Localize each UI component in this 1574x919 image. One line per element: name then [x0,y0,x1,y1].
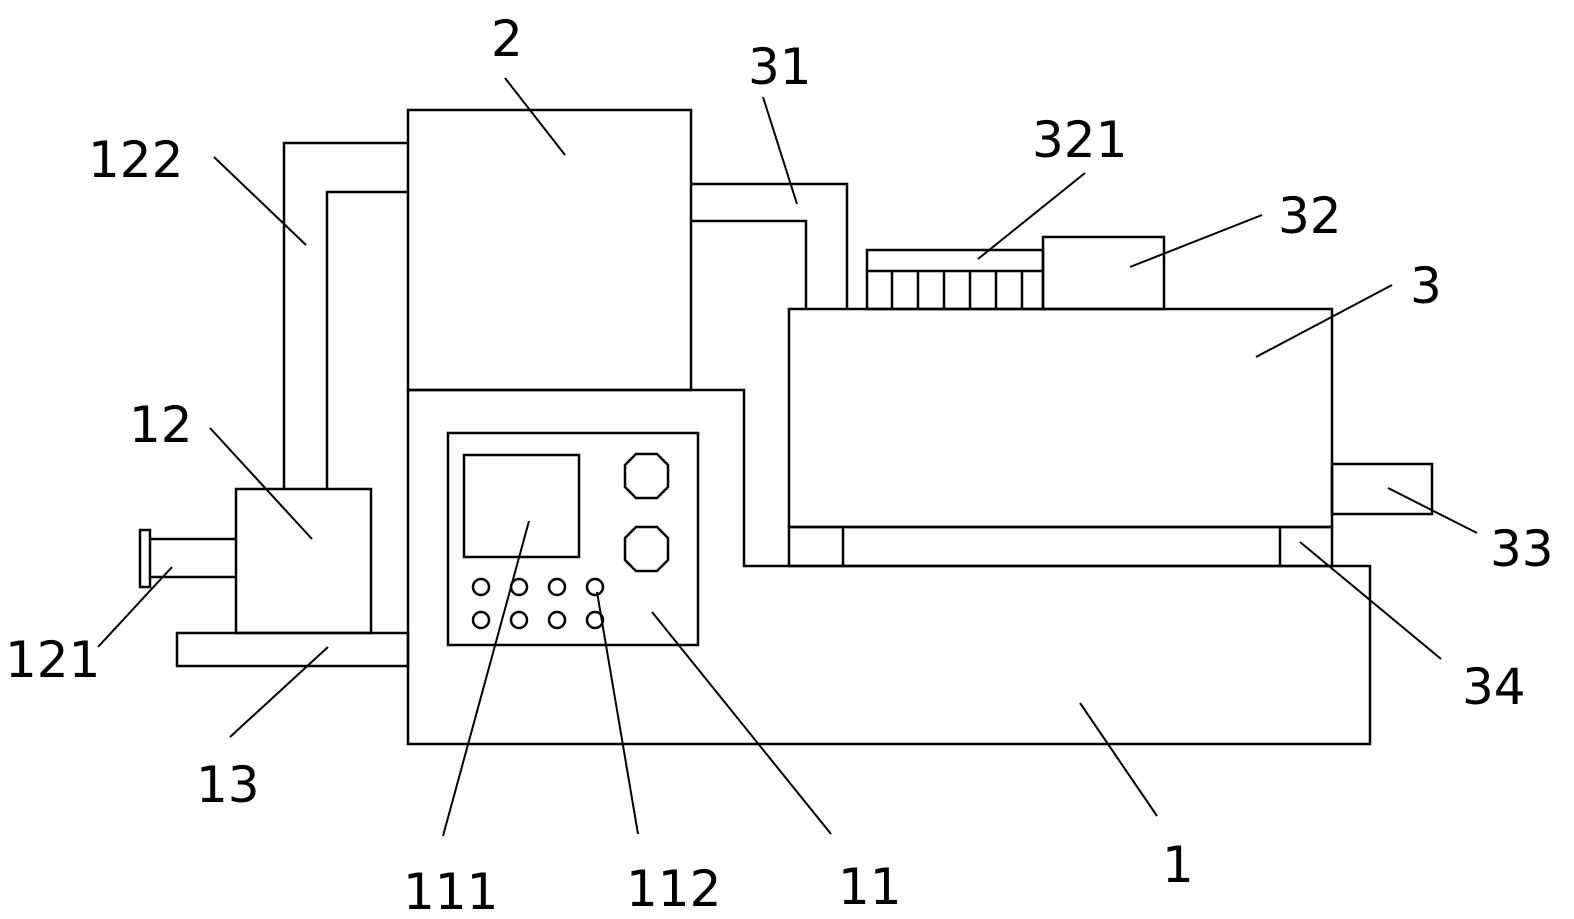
leader-lines [97,77,1478,837]
nozzle-part-121 [138,528,236,589]
fin-grid-part-321 [865,248,1045,311]
label-11: 11 [838,858,902,916]
upper-box-part-2 [406,108,693,392]
control-panel-part-11 [446,431,700,647]
label-2: 2 [491,10,523,68]
label-34: 34 [1462,658,1526,716]
base-part-1 [406,388,1372,746]
pipe-part-31 [691,182,849,309]
label-122: 122 [88,131,183,189]
support-strip-part-34 [787,525,1334,568]
label-33: 33 [1490,520,1554,578]
knob-upper [623,452,670,500]
left-box-part-12 [234,487,373,635]
right-box-part-3 [787,307,1334,529]
label-112: 112 [626,860,721,918]
label-321: 321 [1032,111,1127,169]
knob-lower [623,525,670,573]
label-121: 121 [5,631,100,689]
platform-part-13 [175,631,410,668]
label-3: 3 [1410,257,1442,315]
buttons-part-112 [471,577,605,630]
outlet-part-33 [1330,462,1434,516]
label-31: 31 [748,38,812,96]
label-12: 12 [129,396,193,454]
pipe-part-122 [282,141,408,489]
top-box-part-32 [1041,235,1166,311]
display-screen-part-111 [462,453,581,559]
label-13: 13 [196,756,260,814]
label-1: 1 [1162,836,1194,894]
label-111: 111 [403,863,498,919]
label-32: 32 [1278,187,1342,245]
